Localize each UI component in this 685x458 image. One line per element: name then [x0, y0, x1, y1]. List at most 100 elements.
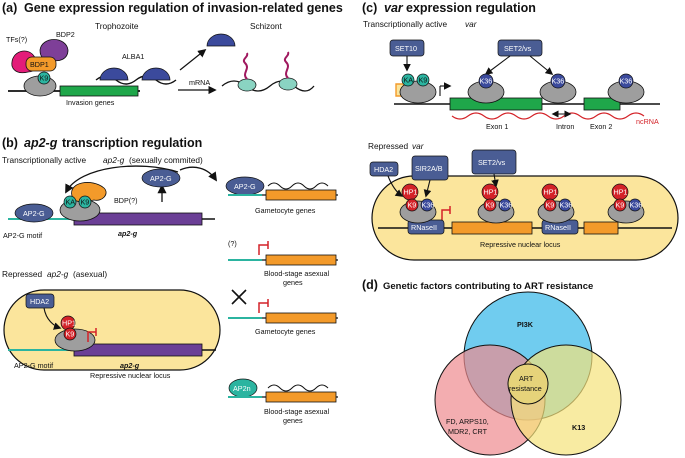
bloodstage-label-2a: Blood-stage asexual [264, 407, 330, 416]
k36-label-c-rep-4: K36 [630, 201, 643, 210]
ka-label-c: KA [404, 76, 414, 85]
gametocyte-gene-rep [265, 312, 337, 324]
panel-b-title-gene: ap2-g [24, 136, 58, 150]
k36-mark-c-1 [478, 73, 494, 89]
var-repressed-italic: var [412, 141, 425, 151]
hp1-label-c-2: HP1 [484, 188, 498, 197]
var-active-italic: var [465, 19, 478, 29]
repression-mark-b [87, 328, 97, 342]
alba1-protein-2 [141, 67, 171, 81]
ncrna-wave [451, 112, 645, 120]
rnase-label-1: RNaseII [411, 223, 437, 232]
k9-label-c-rep-2: K9 [486, 201, 495, 210]
repression-mark-c [441, 206, 451, 220]
set2-label-active: SET2/vs [504, 44, 532, 53]
alba1-protein-1 [99, 67, 129, 81]
ap2g-to-gametocyte-arrow [179, 166, 218, 182]
repression-mark-1 [258, 241, 269, 255]
repressive-locus-label-b: Repressive nuclear locus [90, 371, 171, 380]
hda2-arrow-b [43, 307, 62, 330]
k9-label-a: K9 [40, 74, 49, 83]
hda2-label-c: HDA2 [374, 165, 393, 174]
left-factors-line2: MDR2, CRT [448, 427, 488, 436]
k9-mark-a [37, 71, 51, 85]
k9-label-b-rep: K9 [66, 330, 75, 339]
panel-b-title: transcription regulation [62, 136, 202, 150]
bdp1-protein [25, 56, 57, 72]
k9-c-rep-4 [613, 198, 627, 212]
panel-b-letter: (b) [2, 136, 18, 150]
k9-c-rep-1 [405, 198, 419, 212]
hp1-label-c-3: HP1 [544, 188, 558, 197]
k36-mark-c-2 [550, 73, 566, 89]
ka-label-b: KA [66, 198, 76, 207]
trophozoite-label: Trophozoite [95, 21, 139, 31]
set10-label: SET10 [395, 44, 417, 53]
ap2g-motif-label: AP2-G motif [3, 231, 42, 240]
set2-arrow-rep [491, 173, 499, 188]
k36-label-c-rep-2: K36 [500, 201, 513, 210]
exon1-box-rep [451, 221, 533, 235]
ap2g-free-label: AP2-G [150, 174, 172, 183]
hp1-label-c-4: HP1 [614, 188, 628, 197]
ap2g-protein-free [141, 168, 181, 188]
ap2g-active-suffix: (sexually commited) [129, 155, 203, 165]
panel-c-title: expression regulation [406, 1, 536, 15]
ap2n-label: AP2n [233, 384, 251, 393]
repressive-locus-label-c: Repressive nuclear locus [480, 240, 561, 249]
k36-mark-c-3 [618, 73, 634, 89]
panel-a-letter: (a) [2, 1, 17, 15]
panel-b: (b) ap2-g transcription regulation Trans… [2, 136, 338, 425]
k9-label-c-rep-1: K9 [408, 201, 417, 210]
unknown-repressor-label: (?) [228, 239, 237, 248]
k9-label-b: K9 [81, 198, 90, 207]
bloodstage-transcript [267, 384, 329, 392]
exon1-label: Exon 1 [486, 122, 508, 131]
cross-mark [231, 289, 247, 305]
peptide-2 [283, 51, 290, 79]
hda2-label-b: HDA2 [30, 297, 49, 306]
k9-c-rep-2 [483, 198, 497, 212]
set2-arrow-1 [484, 55, 511, 75]
alba1-free [206, 33, 236, 47]
mrna-label: mRNA [189, 78, 210, 87]
intron-label: Intron [556, 122, 574, 131]
rep-nucleosome-1: HP1 K9 K36 [399, 183, 437, 224]
bloodstage-label-1a: Blood-stage asexual [264, 269, 330, 278]
ka-mark-b [63, 195, 77, 209]
panel-d-letter: (d) [362, 278, 378, 292]
hda2-arrow-c [387, 175, 404, 197]
ribosome-1 [237, 78, 257, 92]
bloodstage-label-2b: genes [283, 416, 303, 425]
arrow-to-free-alba1 [179, 48, 207, 71]
gametocyte-genes-label-2: Gametocyte genes [255, 327, 316, 336]
repressive-locus-c [371, 175, 679, 261]
motif-label-rep: AP2-G motif [14, 361, 53, 370]
gametocyte-gene-active [265, 189, 337, 201]
mrna-schizont [221, 80, 315, 92]
set2-arrow-2 [529, 55, 554, 75]
k9-mark-b-rep [63, 327, 77, 341]
center-line1: ART [519, 374, 534, 383]
exon2-box-rep [583, 221, 619, 235]
ribosome-2 [278, 77, 298, 91]
hda2-protein-b [25, 293, 55, 309]
center-line2: resistance [509, 384, 542, 393]
panel-a-title: Gene expression regulation of invasion-r… [24, 1, 343, 15]
panel-d-title: Genetic factors contributing to ART resi… [383, 281, 593, 292]
gametocyte-genes-label-1: Gametocyte genes [255, 206, 316, 215]
bdp-label: BDP(?) [114, 196, 138, 205]
k9-label-c: K9 [419, 76, 428, 85]
left-factors-line1: FD, ARPS10, [446, 417, 489, 426]
rep-nucleosome-3: HP1 K9 K36 [537, 183, 575, 224]
hp1-label-b: HP1 [62, 319, 76, 328]
k36-label-c-2: K36 [552, 77, 565, 86]
k36-c-rep-1 [420, 198, 434, 212]
k9-label-c-rep-3: K9 [546, 201, 555, 210]
ap2g-protein-bound [14, 203, 54, 223]
set2-label-rep: SET2/vs [478, 158, 506, 167]
ap2g-bound-label: AP2-G [23, 209, 45, 218]
k9-c-rep-3 [543, 198, 557, 212]
panel-c: (c) var expression regulation Transcript… [362, 1, 679, 261]
gametocyte-transcript [267, 182, 329, 190]
